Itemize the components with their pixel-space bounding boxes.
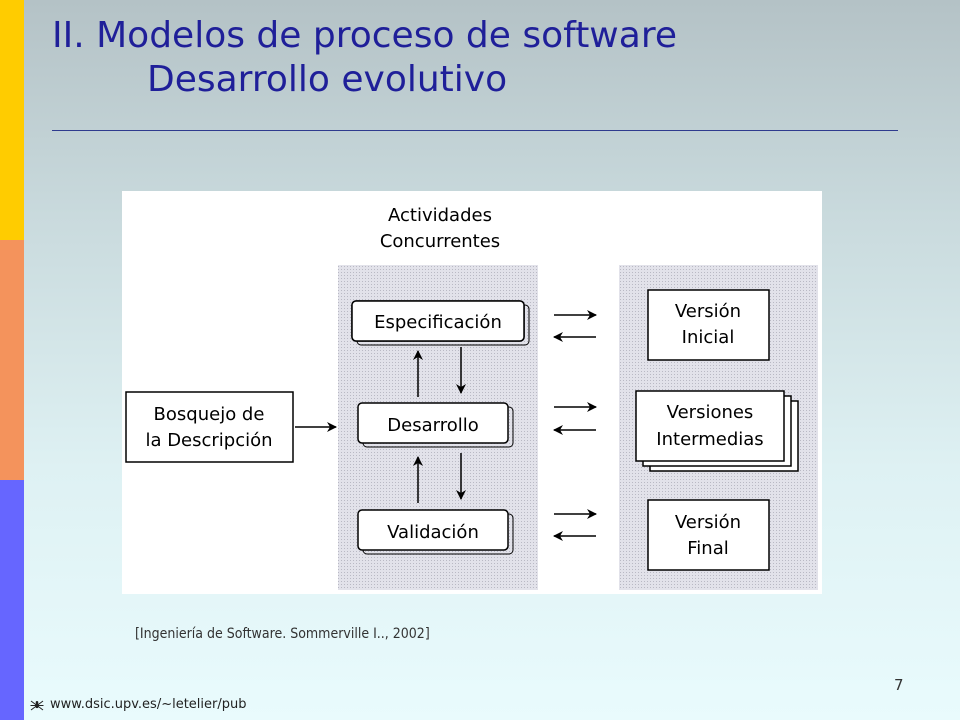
header-line2: Concurrentes (380, 231, 500, 252)
input-line2: la Descripción (145, 430, 272, 451)
accent-bar-blue (0, 480, 24, 720)
accent-bar-orange (0, 240, 24, 480)
activity-dev-label: Desarrollo (387, 415, 478, 436)
page-number: 7 (894, 676, 904, 694)
citation: [Ingeniería de Software. Sommerville I..… (135, 626, 430, 642)
version-box-final (647, 499, 770, 571)
accent-bar-yellow (0, 0, 24, 240)
activity-val-label: Validación (387, 522, 479, 543)
input-line1: Bosquejo de (154, 404, 265, 425)
activity-spec-label: Especificación (374, 312, 502, 333)
diagram-canvas: Actividades Concurrentes Bosquejo de la … (125, 205, 818, 590)
slide-title-line2: Desarrollo evolutivo (147, 59, 508, 100)
version-box-initial (647, 289, 770, 361)
slide-title-line1: II. Modelos de proceso de software (52, 15, 677, 56)
spider-icon (30, 700, 44, 710)
evolutionary-development-diagram: Actividades Concurrentes Bosquejo de la … (122, 191, 822, 594)
version-initial-line1: Versión (675, 301, 741, 322)
title-divider (52, 130, 898, 131)
activity-box-val (357, 509, 509, 551)
version-box-intermediate (635, 390, 785, 462)
slide-title: II. Modelos de proceso de software Desar… (52, 14, 677, 102)
footer: www.dsic.upv.es/~letelier/pub (30, 697, 247, 712)
activity-box-spec-front (351, 300, 525, 342)
version-final-line1: Versión (675, 512, 741, 533)
activity-box-dev (357, 402, 509, 444)
footer-url[interactable]: www.dsic.upv.es/~letelier/pub (50, 697, 247, 712)
version-initial-line2: Inicial (682, 327, 735, 348)
input-box (125, 391, 294, 463)
version-intermediate-line1: Versiones (667, 402, 754, 423)
header-line1: Actividades (388, 205, 492, 226)
version-intermediate-line2: Intermedias (656, 429, 763, 450)
version-final-line2: Final (687, 538, 728, 559)
